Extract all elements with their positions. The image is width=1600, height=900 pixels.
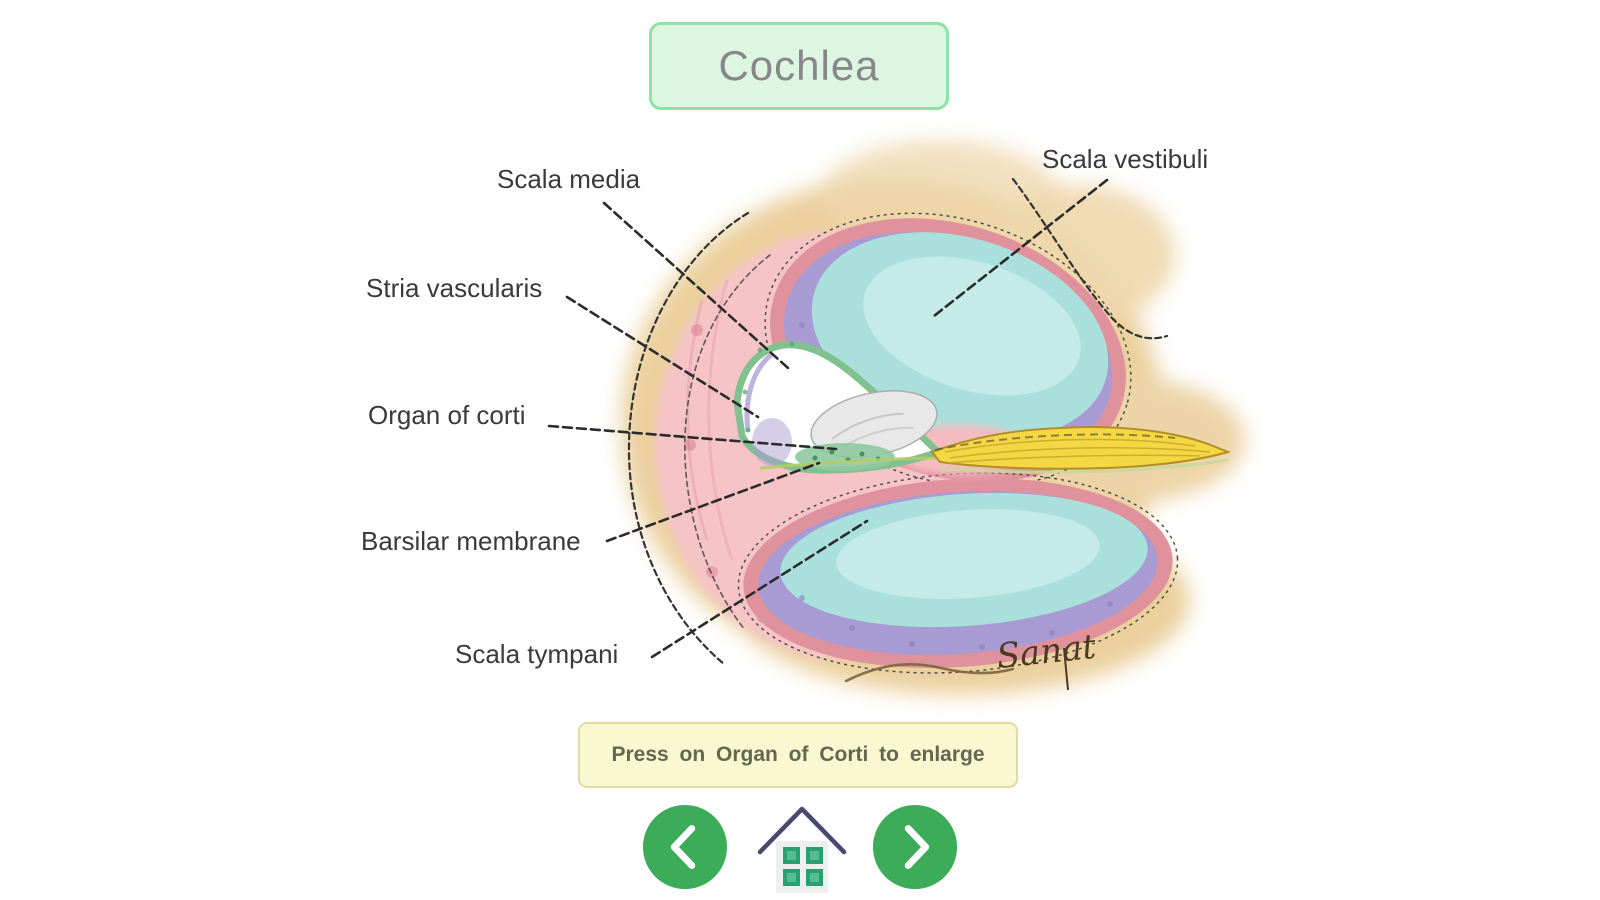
label-scala-media: Scala media (497, 164, 641, 194)
title-card: Cochlea (649, 22, 949, 110)
leader-scala-tympani (650, 519, 869, 659)
leader-barsilar-membrane (605, 461, 821, 543)
leader-stria-vascularis (565, 295, 760, 419)
leader-organ-of-corti (547, 424, 838, 451)
leader-scala-media (602, 201, 790, 370)
label-scala-tympani: Scala tympani (455, 639, 619, 669)
page-title: Cochlea (718, 42, 880, 89)
next-button[interactable] (871, 803, 959, 891)
home-button[interactable] (752, 797, 852, 897)
label-stria-vascularis: Stria vascularis (366, 273, 543, 303)
instruction-note: Press on Organ of Corti to enlarge (578, 722, 1018, 788)
chevron-left-icon (642, 804, 728, 890)
sketch-outlines (627, 177, 1169, 683)
label-organ-of-corti[interactable]: Organ of corti (368, 400, 526, 430)
prev-button[interactable] (641, 803, 729, 891)
scala-tympani-chamber (737, 472, 1179, 674)
leader-scala-vestibuli (932, 178, 1109, 318)
instruction-note-text: Press on Organ of Corti to enlarge (611, 743, 985, 766)
leader-lines (547, 178, 1109, 659)
label-scala-vestibuli: Scala vestibuli (1042, 144, 1209, 174)
label-barsilar-membrane: Barsilar membrane (361, 526, 581, 556)
chevron-right-icon (872, 804, 958, 890)
basilar-membrane-line (759, 456, 939, 470)
cochlear-nerve (930, 425, 1232, 474)
home-icon (757, 806, 847, 893)
